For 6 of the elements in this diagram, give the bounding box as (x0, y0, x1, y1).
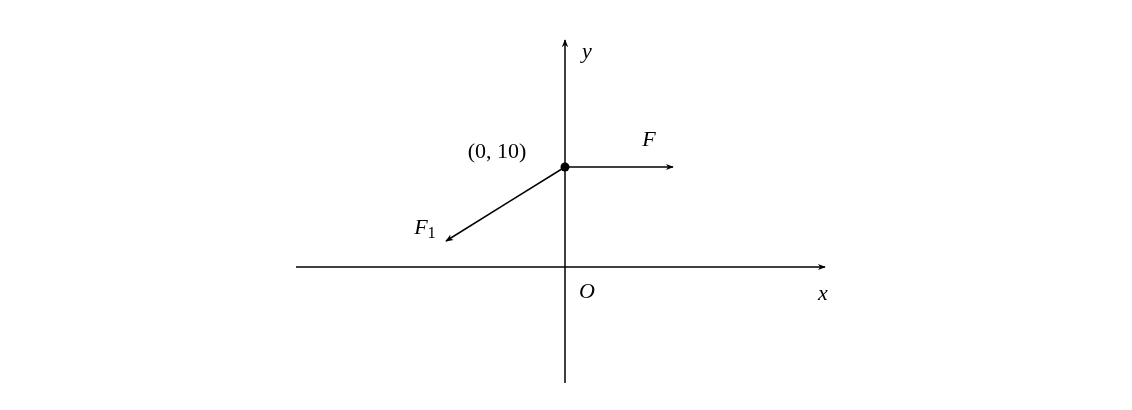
axis-label: y (582, 40, 592, 62)
point-label: (0, 10) (467, 140, 527, 162)
force-label: F$_{1}$ (414, 216, 436, 238)
origin-label: O (579, 280, 595, 302)
force-label: F (642, 128, 656, 150)
axis-label: x (818, 282, 828, 304)
